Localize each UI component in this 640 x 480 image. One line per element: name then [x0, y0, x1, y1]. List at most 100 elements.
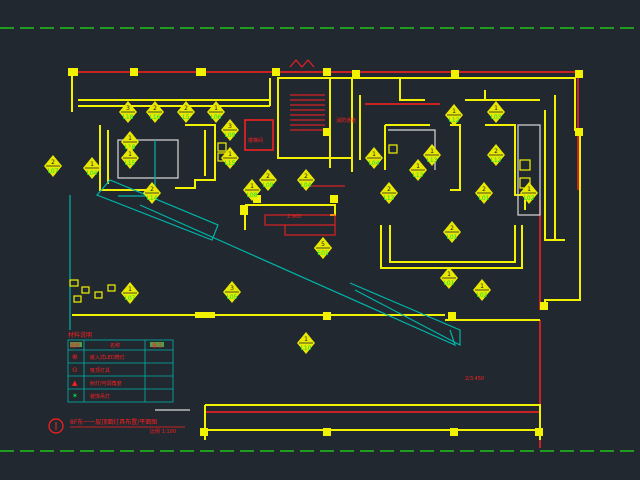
legend-name-2: 吸顶灯具 [90, 367, 110, 374]
marker-code: L04 [87, 170, 98, 177]
marker-code: L13 [427, 157, 438, 164]
light-marker: 2L5 [177, 101, 195, 123]
marker-code: L08 [247, 192, 258, 199]
marker-code: L12 [491, 157, 502, 164]
legend-symbol-4: ✶ [72, 392, 78, 400]
marker-code: L09 [225, 132, 236, 139]
marker-code: L04 [301, 182, 312, 189]
legend-symbol-2: ⊙ [72, 366, 78, 374]
marker-code: L16 [150, 114, 161, 121]
marker-code: L15 [125, 160, 136, 167]
marker-number: 1 [214, 105, 218, 112]
marker-number: 1 [90, 161, 94, 168]
legend-symbol-1: ⊕ [72, 353, 78, 361]
marker-code: L07 [125, 295, 136, 302]
marker-number: 2 [150, 186, 154, 193]
marker-number: 1 [304, 336, 308, 343]
marker-number: 1 [250, 183, 254, 190]
marker-number: 1 [128, 151, 132, 158]
marker-number: 1 [416, 163, 420, 170]
title-circle-icon [48, 418, 64, 434]
marker-number: 2 [450, 225, 454, 232]
marker-code: L01 [444, 280, 455, 287]
marker-number: 1 [494, 105, 498, 112]
marker-code: L03 [491, 114, 502, 121]
marker-number: 2 [153, 105, 157, 112]
drawing-scale: 比例 1:100 [150, 428, 176, 435]
marker-number: 2 [494, 148, 498, 155]
marker-code: L15 [225, 160, 236, 167]
legend-header-symbol: 图例 [70, 342, 80, 349]
marker-code: E01 [317, 250, 329, 257]
marker-code: L5 [182, 114, 189, 121]
marker-number: 3 [228, 123, 232, 130]
marker-number: 1 [228, 151, 232, 158]
stair-detail [264, 59, 345, 236]
legend-header-name: 名称 [110, 342, 120, 349]
marker-number: 1 [372, 151, 376, 158]
drawing-title: 8F东一一层顶面灯具布置/平面图 [70, 418, 157, 426]
legend-name-1: 嵌入式LED筒灯 [90, 354, 125, 361]
marker-code: L18 [123, 114, 134, 121]
cyan-diagonals [69, 140, 461, 347]
stair-label: 楼梯间 [248, 137, 263, 144]
marker-number: 1 [452, 108, 456, 115]
marker-code: L01 [447, 234, 458, 241]
area-note: 2/3.450 [465, 376, 484, 382]
marker-code: L01 [479, 195, 490, 202]
title-block: 8F东一一层顶面灯具布置/平面图 比例 1:100 [48, 418, 185, 435]
marker-code: L04 [369, 160, 380, 167]
marker-code: L07 [48, 168, 59, 175]
legend-header-swatch [70, 342, 82, 347]
marker-code: L13 [413, 172, 424, 179]
marker-number: 2 [266, 173, 270, 180]
walls [71, 70, 581, 440]
legend-name-3: 射灯/可调角度 [90, 380, 122, 387]
marker-number: 1 [447, 271, 451, 278]
legend-symbol-3: ▲ [72, 379, 78, 387]
marker-number: 2 [51, 159, 55, 166]
marker-number: 1 [128, 135, 132, 142]
marker-code: L09 [263, 182, 274, 189]
marker-number: 1 [527, 186, 531, 193]
marker-number: 1 [480, 283, 484, 290]
legend-table: 材料说明 图例 名称 备注 ⊕ 嵌入式LED筒灯 ⊙ 吸顶灯具 ▲ 射灯/可调角… [67, 331, 174, 403]
marker-code: L05 [227, 294, 238, 301]
marker-number: 2 [387, 186, 391, 193]
marker-code: L02 [477, 292, 488, 299]
marker-number: 1 [430, 148, 434, 155]
dimension-label: 2.900 [287, 214, 301, 220]
marker-code: L02 [524, 195, 535, 202]
marker-number: 2 [184, 105, 188, 112]
stair-side-label: 消防通道 [336, 117, 356, 124]
marker-code: L14 [147, 195, 158, 202]
marker-code: L13 [384, 195, 395, 202]
marker-number: 3 [126, 105, 130, 112]
